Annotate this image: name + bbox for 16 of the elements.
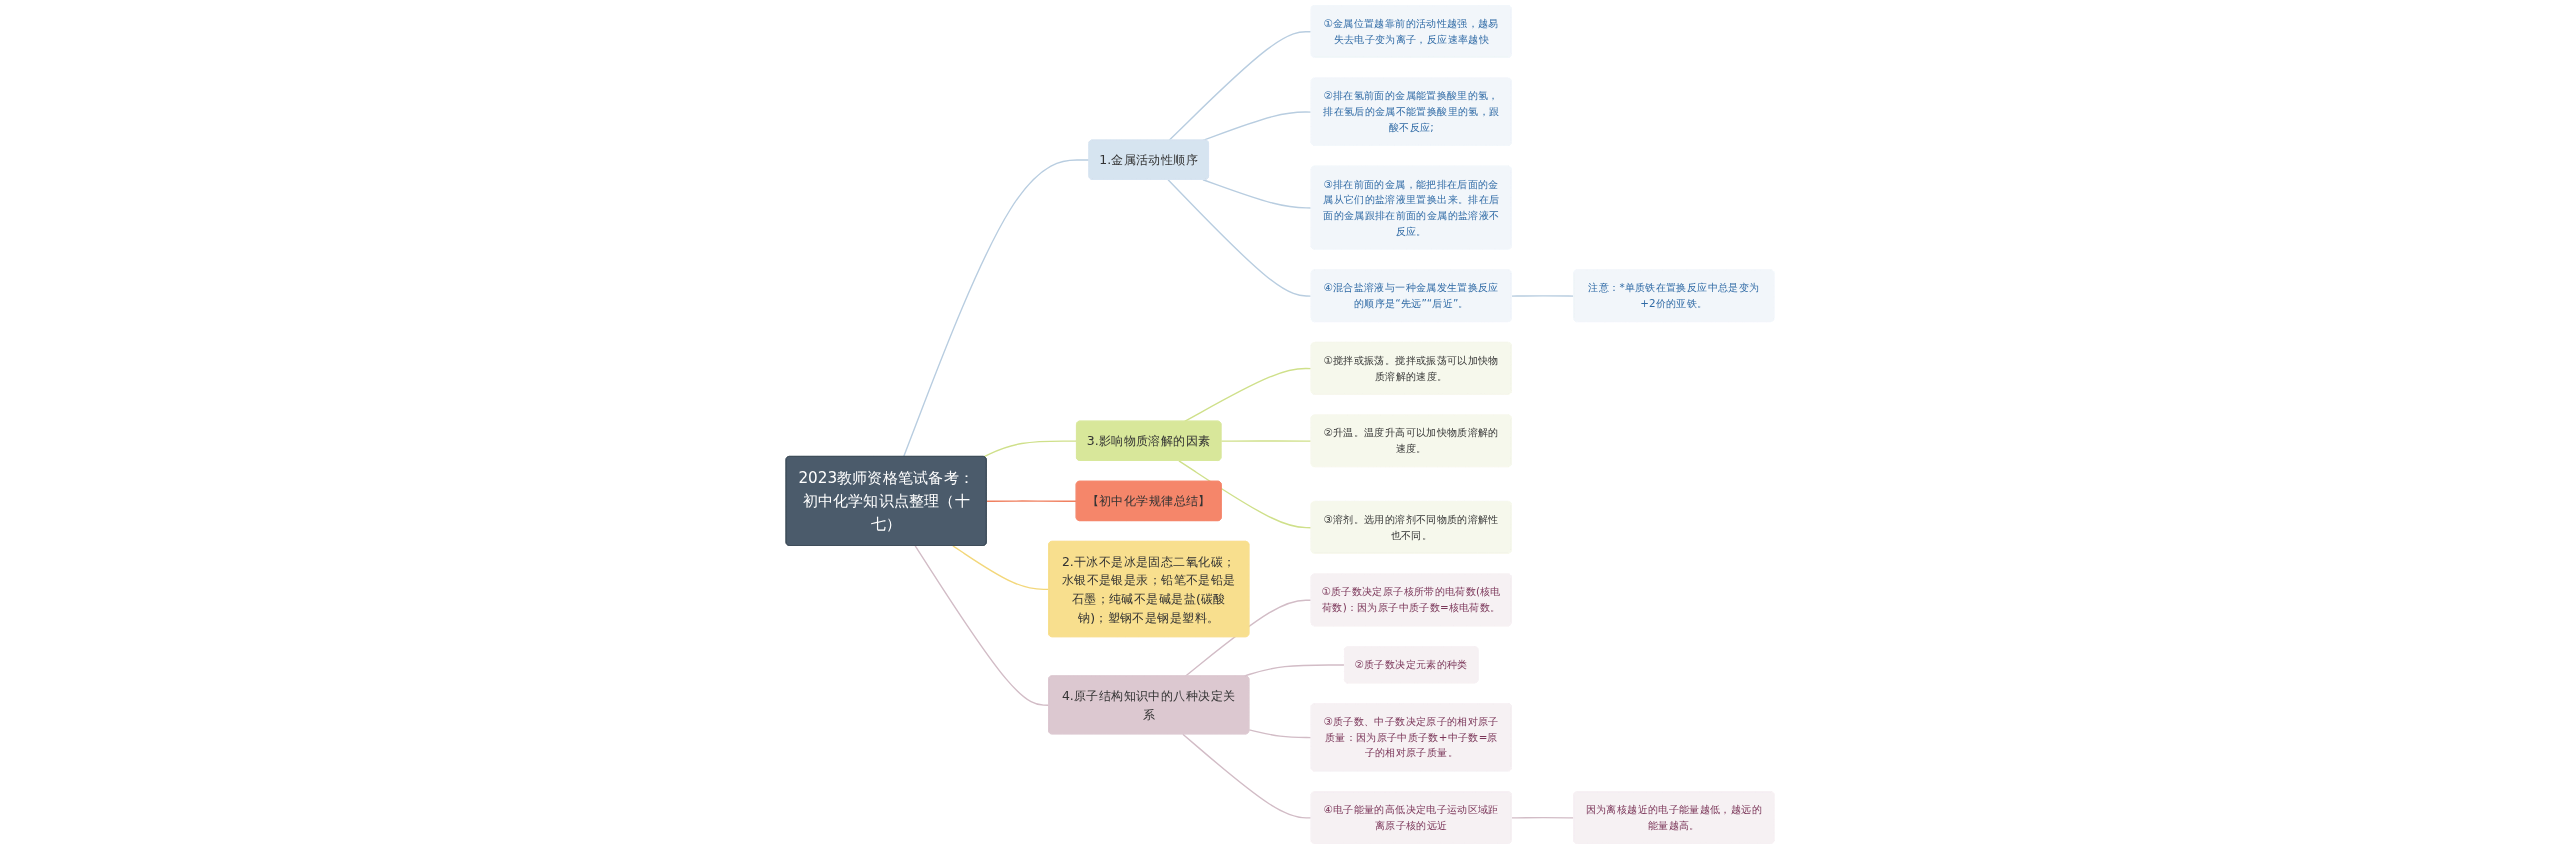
connector — [986, 500, 1078, 502]
connector — [1182, 733, 1313, 819]
connector — [1511, 295, 1575, 297]
connector — [1511, 817, 1575, 819]
connector — [1168, 31, 1313, 142]
connector — [1202, 179, 1313, 209]
connector — [902, 159, 1090, 458]
connector — [1167, 179, 1313, 297]
connector — [914, 545, 1050, 706]
connector — [983, 440, 1078, 458]
connector — [1184, 367, 1313, 423]
connector — [1220, 440, 1313, 442]
connector — [1178, 460, 1313, 529]
connector — [1184, 599, 1313, 677]
connector — [1248, 729, 1313, 739]
connector — [952, 545, 1050, 591]
